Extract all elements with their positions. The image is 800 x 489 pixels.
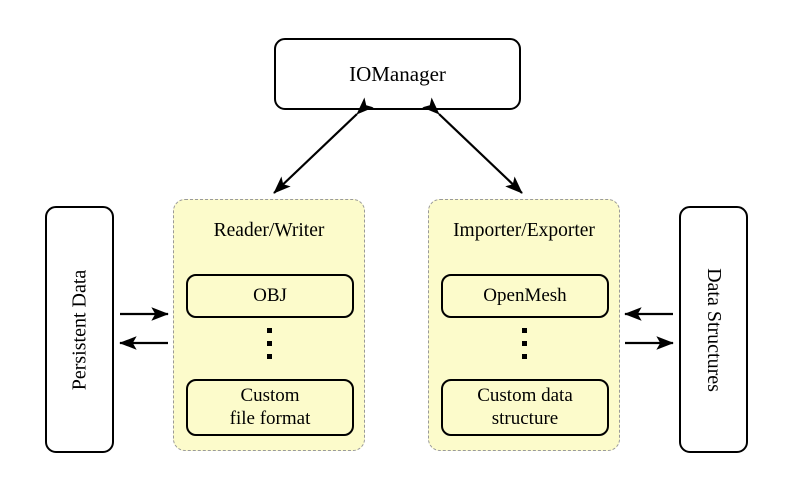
group-importer-exporter-title: Importer/Exporter — [453, 220, 595, 241]
persistent-data-label: Persistent Data — [68, 269, 91, 390]
node-openmesh[interactable]: OpenMesh — [441, 274, 609, 318]
ellipsis-importer-exporter — [429, 328, 619, 359]
group-reader-writer[interactable]: Reader/Writer OBJ Custom file format — [173, 199, 365, 451]
node-data-structures[interactable]: Data Structures — [679, 206, 748, 453]
arrow-iomanager-importerexporter — [422, 97, 523, 194]
arrow-iomanager-readerwriter — [273, 97, 374, 194]
node-custom-file-format-line2: file format — [229, 407, 311, 429]
ellipsis-dot — [521, 328, 527, 333]
ellipsis-dot — [521, 354, 527, 359]
ellipsis-dot — [266, 341, 272, 346]
node-iomanager[interactable]: IOManager — [274, 38, 521, 110]
ellipsis-reader-writer — [174, 328, 364, 359]
node-obj-label: OBJ — [253, 284, 287, 306]
data-structures-label: Data Structures — [702, 267, 725, 392]
node-openmesh-label: OpenMesh — [483, 284, 567, 306]
node-custom-file-format[interactable]: Custom file format — [186, 379, 354, 436]
node-custom-data-structure-line2: structure — [491, 407, 559, 429]
ellipsis-dot — [521, 341, 527, 346]
ellipsis-dot — [266, 354, 272, 359]
group-importer-exporter[interactable]: Importer/Exporter OpenMesh Custom data s… — [428, 199, 620, 451]
ellipsis-dot — [266, 328, 272, 333]
iomanager-label: IOManager — [349, 61, 446, 86]
node-custom-data-structure-line1: Custom data — [477, 384, 573, 406]
node-custom-file-format-line1: Custom — [240, 384, 300, 406]
node-custom-data-structure[interactable]: Custom data structure — [441, 379, 609, 436]
node-persistent-data[interactable]: Persistent Data — [45, 206, 114, 453]
node-obj[interactable]: OBJ — [186, 274, 354, 318]
group-reader-writer-title: Reader/Writer — [213, 220, 325, 241]
